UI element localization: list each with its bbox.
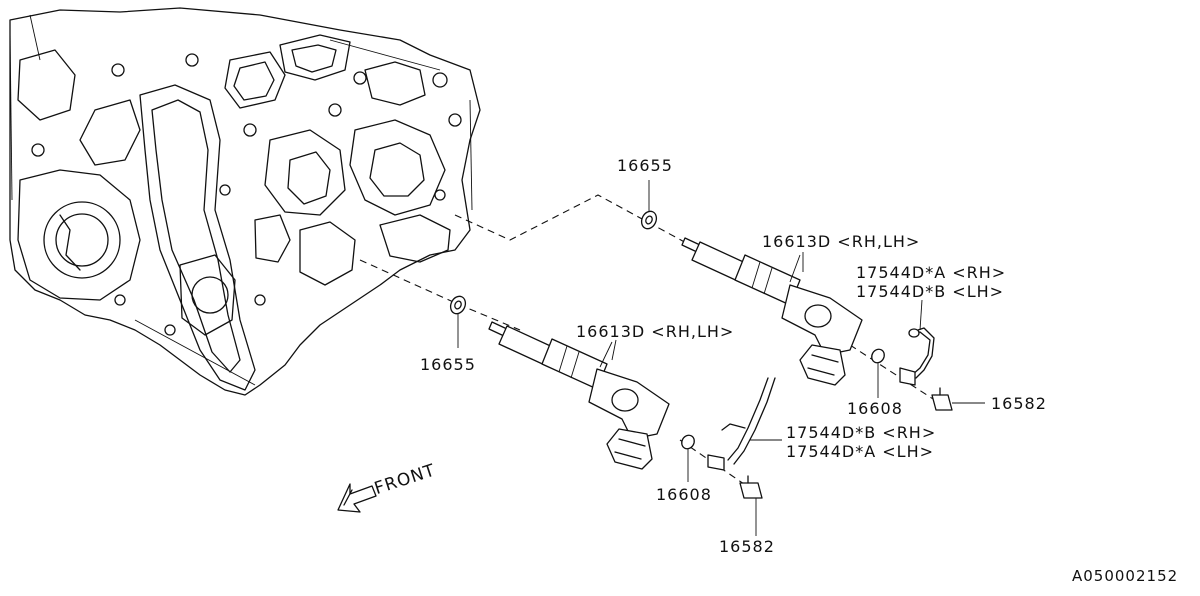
clip-upper xyxy=(931,387,985,411)
injector-lower xyxy=(488,321,670,470)
figure-code: A050002152 xyxy=(1072,567,1179,585)
label-washer-upper: 16655 xyxy=(617,156,673,175)
label-oring-lower: 16608 xyxy=(656,485,712,504)
label-clip-lower: 16582 xyxy=(719,537,775,556)
fuel-pipe-upper xyxy=(899,299,935,386)
label-washer-lower: 16655 xyxy=(420,355,476,374)
label-clip-upper: 16582 xyxy=(991,394,1047,413)
injector-upper xyxy=(681,237,863,386)
label-oring-upper: 16608 xyxy=(847,399,903,418)
label-pipe-upper-a: 17544D*A <RH> xyxy=(856,263,1007,282)
oring-lower xyxy=(681,434,695,482)
engine-block xyxy=(9,7,481,396)
label-injector-lower: 16613D <RH,LH> xyxy=(576,322,735,341)
fuel-pipe-lower xyxy=(707,377,782,471)
washer-lower xyxy=(449,295,467,348)
clip-lower xyxy=(739,475,763,536)
oring-upper xyxy=(871,348,885,398)
leader-lines xyxy=(611,252,804,361)
label-injector-upper: 16613D <RH,LH> xyxy=(762,232,921,251)
label-pipe-lower-b: 17544D*B <RH> xyxy=(786,423,937,442)
label-pipe-lower-a: 17544D*A <LH> xyxy=(786,442,935,461)
washer-upper xyxy=(640,180,658,230)
front-arrow-icon xyxy=(337,483,377,513)
label-pipe-upper-b: 17544D*B <LH> xyxy=(856,282,1005,301)
